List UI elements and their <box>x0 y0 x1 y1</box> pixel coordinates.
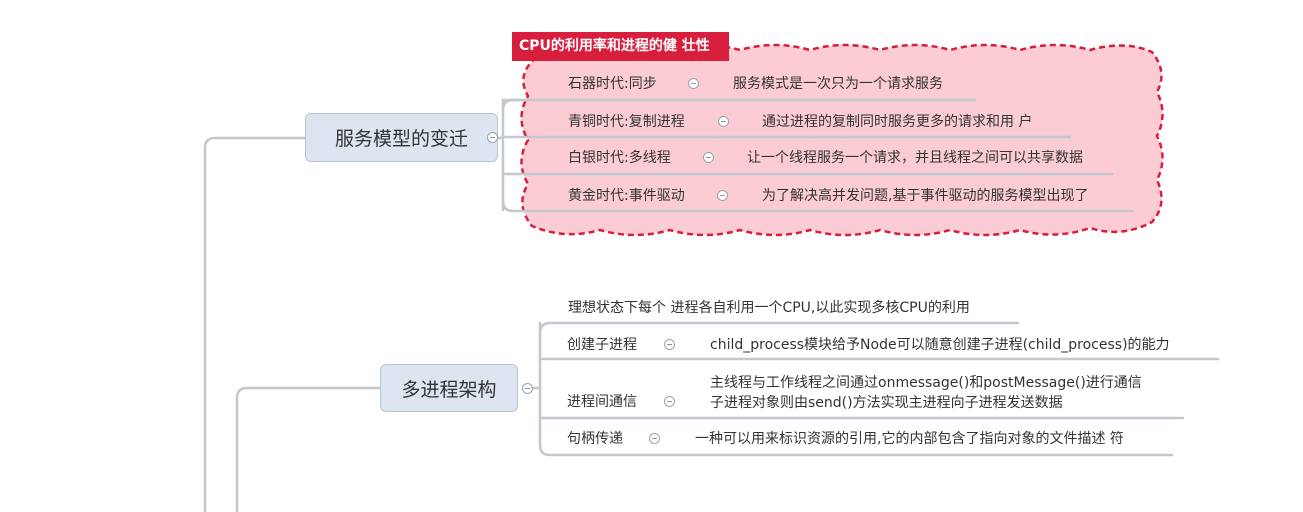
collapse-toggle-icon[interactable] <box>487 132 498 143</box>
topic-service-model[interactable]: 服务模型的变迁 <box>305 113 498 162</box>
mp-item-1-detail[interactable]: child_process模块给予Node可以随意创建子进程(child_pro… <box>710 337 1170 353</box>
service-item-2-detail[interactable]: 通过进程的复制同时服务更多的请求和用 户 <box>762 114 1033 130</box>
topic-service-model-label: 服务模型的变迁 <box>334 128 468 150</box>
collapse-toggle-icon[interactable] <box>717 190 728 201</box>
multi-process-intro[interactable]: 理想状态下每个 进程各自利用一个CPU,以此实现多核CPU的利用 <box>568 300 970 316</box>
collapse-toggle-icon[interactable] <box>703 152 714 163</box>
mp-item-3-detail[interactable]: 一种可以用来标识资源的引用,它的内部包含了指向对象的文件描述 符 <box>695 431 1124 447</box>
service-item-4-detail[interactable]: 为了解决高并发问题,基于事件驱动的服务模型出现了 <box>762 188 1089 204</box>
mp-item-2-detail-line-1[interactable]: 主线程与工作线程之间通过onmessage()和postMessage()进行通… <box>710 375 1142 391</box>
connector-item-4-underline <box>501 199 1135 213</box>
mp-item-2-name[interactable]: 进程间通信 <box>567 394 637 410</box>
collapse-toggle-icon[interactable] <box>718 116 729 127</box>
service-item-4-name[interactable]: 黄金时代:事件驱动 <box>568 188 685 204</box>
connector-multi-process-spine <box>538 321 1174 457</box>
service-item-1-name[interactable]: 石器时代:同步 <box>568 76 657 92</box>
collapse-toggle-icon[interactable] <box>664 396 675 407</box>
service-item-3-detail[interactable]: 让一个线程服务一个请求，并且线程之间可以共享数据 <box>747 150 1083 166</box>
collapse-toggle-icon[interactable] <box>664 339 675 350</box>
mp-item-1-name[interactable]: 创建子进程 <box>567 337 637 353</box>
connector-root-to-multi-process <box>235 386 382 512</box>
mp-item-2-detail-line-2[interactable]: 子进程对象则由send()方法实现主进程向子进程发送数据 <box>710 395 1063 411</box>
topic-multi-process-label: 多进程架构 <box>401 378 497 401</box>
service-item-3-name[interactable]: 白银时代:多线程 <box>568 150 671 166</box>
connector-root-to-service-model <box>203 136 307 512</box>
collapse-toggle-icon[interactable] <box>522 383 533 394</box>
collapse-toggle-icon[interactable] <box>649 433 660 444</box>
boundary-cloud <box>520 43 1164 237</box>
service-item-2-name[interactable]: 青铜时代:复制进程 <box>568 114 685 130</box>
service-item-1-detail[interactable]: 服务模式是一次只为一个请求服务 <box>733 76 943 92</box>
topic-multi-process[interactable]: 多进程架构 <box>380 364 518 412</box>
mp-item-3-name[interactable]: 句柄传递 <box>567 431 623 447</box>
collapse-toggle-icon[interactable] <box>688 78 699 89</box>
boundary-title: CPU的利用率和进程的健 壮性 <box>512 32 729 61</box>
